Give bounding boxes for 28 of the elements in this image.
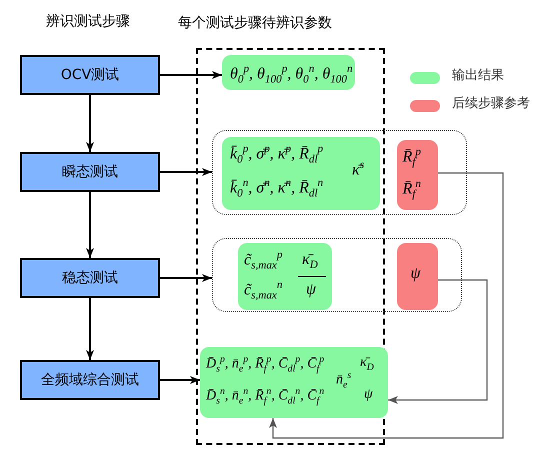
parameter-text: κ̄$_{D}$ <box>360 355 374 374</box>
parameter-text: ψ <box>306 281 316 299</box>
step-box: 稳态测试 <box>20 258 160 298</box>
arrow <box>86 95 94 152</box>
reference-box <box>396 242 438 310</box>
step-box: 瞬态测试 <box>20 152 160 192</box>
result-box <box>200 347 388 418</box>
parameter-text: ψ <box>410 264 420 282</box>
arrow <box>269 172 504 439</box>
legend-label: 后续步骤参考 <box>452 97 530 112</box>
step-box: 全频域综合测试 <box>20 360 160 400</box>
legend-label: 输出结果 <box>452 69 504 84</box>
result-box <box>222 137 380 210</box>
reference-box <box>396 140 438 210</box>
arrow <box>388 279 488 404</box>
column-heading: 每个测试步骤待辨识参数 <box>178 16 332 32</box>
arrow <box>160 274 212 282</box>
arrow <box>86 298 94 360</box>
arrow <box>160 376 200 384</box>
result-box <box>238 243 332 310</box>
parameter-text: ψ <box>364 387 373 402</box>
result-box <box>222 55 355 90</box>
arrow <box>86 192 94 258</box>
parameter-text: κ̄$_{D}$ <box>302 251 318 272</box>
arrow <box>160 71 222 79</box>
arrow <box>160 168 212 176</box>
column-heading: 辨识测试步骤 <box>46 14 130 30</box>
step-box: OCV测试 <box>20 55 160 95</box>
